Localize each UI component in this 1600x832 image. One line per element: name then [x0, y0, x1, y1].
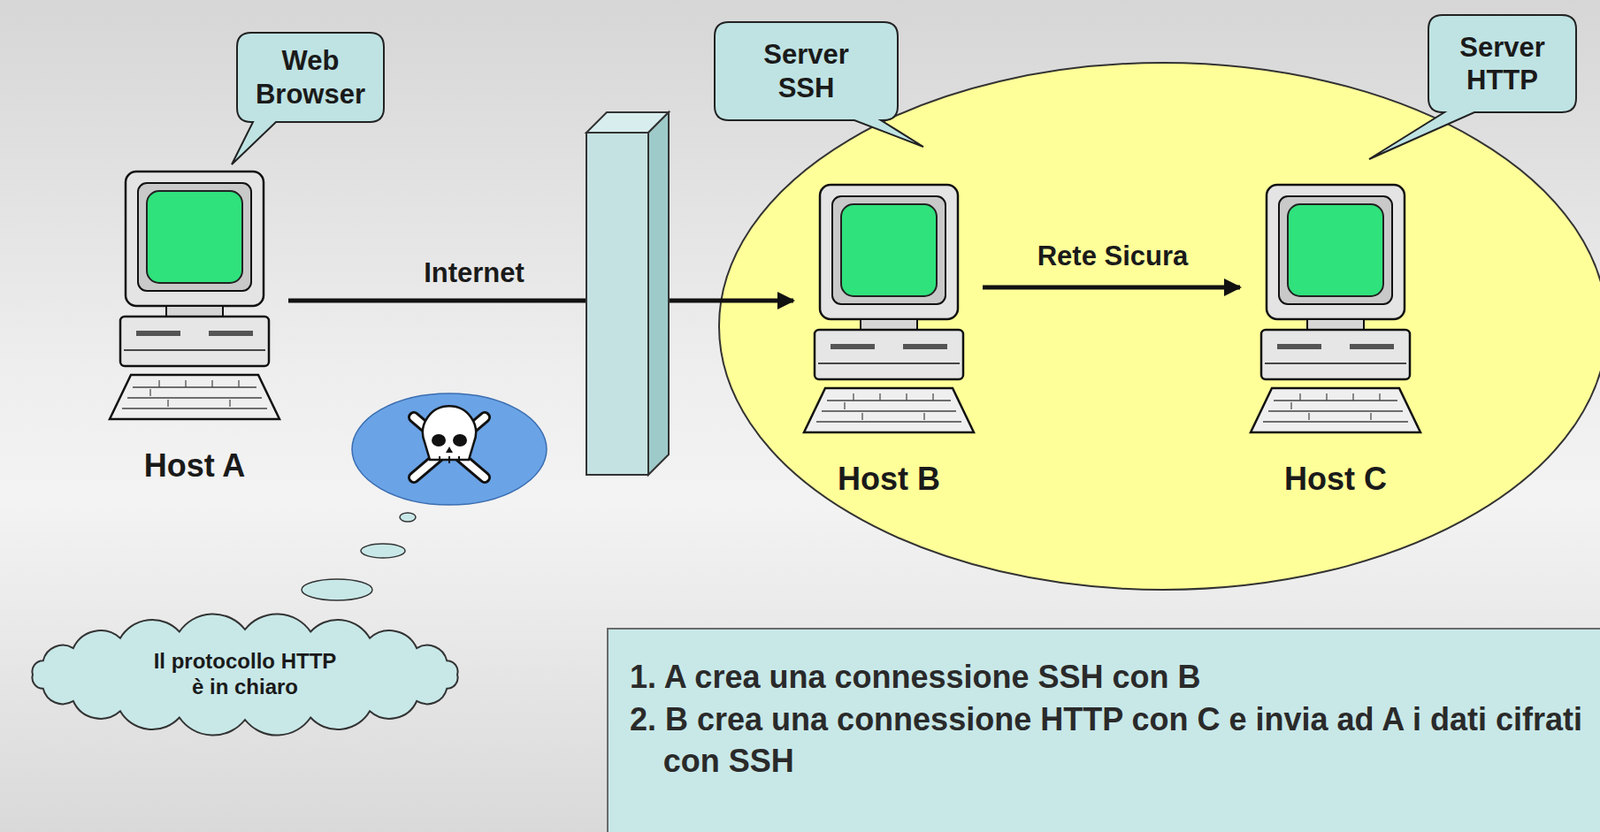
computer-icon: [803, 184, 974, 433]
computer-icon: [106, 168, 284, 425]
skull: [422, 405, 476, 460]
skull-eye: [452, 434, 467, 447]
skull-nose: [445, 446, 453, 453]
firewall: [586, 132, 649, 475]
callout-text: Server HTTP: [1444, 30, 1562, 97]
cloud-text: Il protocollo HTTP è in chiaro: [153, 649, 337, 701]
callout-shape: [1428, 15, 1577, 113]
connector-arrow: [982, 285, 1241, 291]
computer-icon: [1247, 181, 1424, 438]
callout-bubble: Server HTTP: [1428, 15, 1577, 113]
host-label: Host C: [1247, 460, 1424, 498]
cloud-shape: [31, 613, 458, 735]
thought-dot: [301, 579, 373, 601]
callout-shape: [231, 32, 384, 165]
callout-shape: [714, 22, 924, 147]
callout-bubble: Server SSH: [714, 22, 898, 121]
host-label: Host A: [106, 447, 284, 485]
host-label: Host B: [800, 460, 978, 498]
callout-bubble: Web Browser: [237, 32, 384, 123]
callout-shape: [714, 22, 898, 121]
computer-icon: [1250, 184, 1421, 433]
callout-text: Web Browser: [252, 44, 369, 110]
firewall-side: [648, 112, 669, 475]
connector-label: Rete Sicura: [1037, 240, 1189, 273]
host-computer: Host A: [106, 168, 284, 485]
skull-eye: [431, 434, 446, 447]
callout-shape: [1369, 15, 1577, 160]
note-text: 1. A crea una connessione SSH con B: [629, 656, 1583, 699]
note-box: 1. A crea una connessione SSH con B2. B …: [606, 627, 1600, 832]
secure-zone: [719, 62, 1600, 590]
computer-icon: [800, 181, 978, 438]
skull-teeth: [433, 456, 466, 464]
callout-text: Server SSH: [744, 38, 869, 104]
connector-label: Internet: [423, 257, 525, 290]
attacker-bubble: [352, 393, 547, 506]
note-text: 2. B crea una connessione HTTP con C e i…: [629, 698, 1583, 783]
host-computer: Host B: [800, 181, 978, 498]
thought-cloud: Il protocollo HTTP è in chiaro: [20, 617, 470, 733]
computer-icon: [109, 171, 280, 420]
thought-dot: [399, 512, 416, 522]
connector-arrow: [288, 298, 794, 304]
host-computer: Host C: [1247, 181, 1424, 498]
thought-dot: [360, 543, 406, 559]
